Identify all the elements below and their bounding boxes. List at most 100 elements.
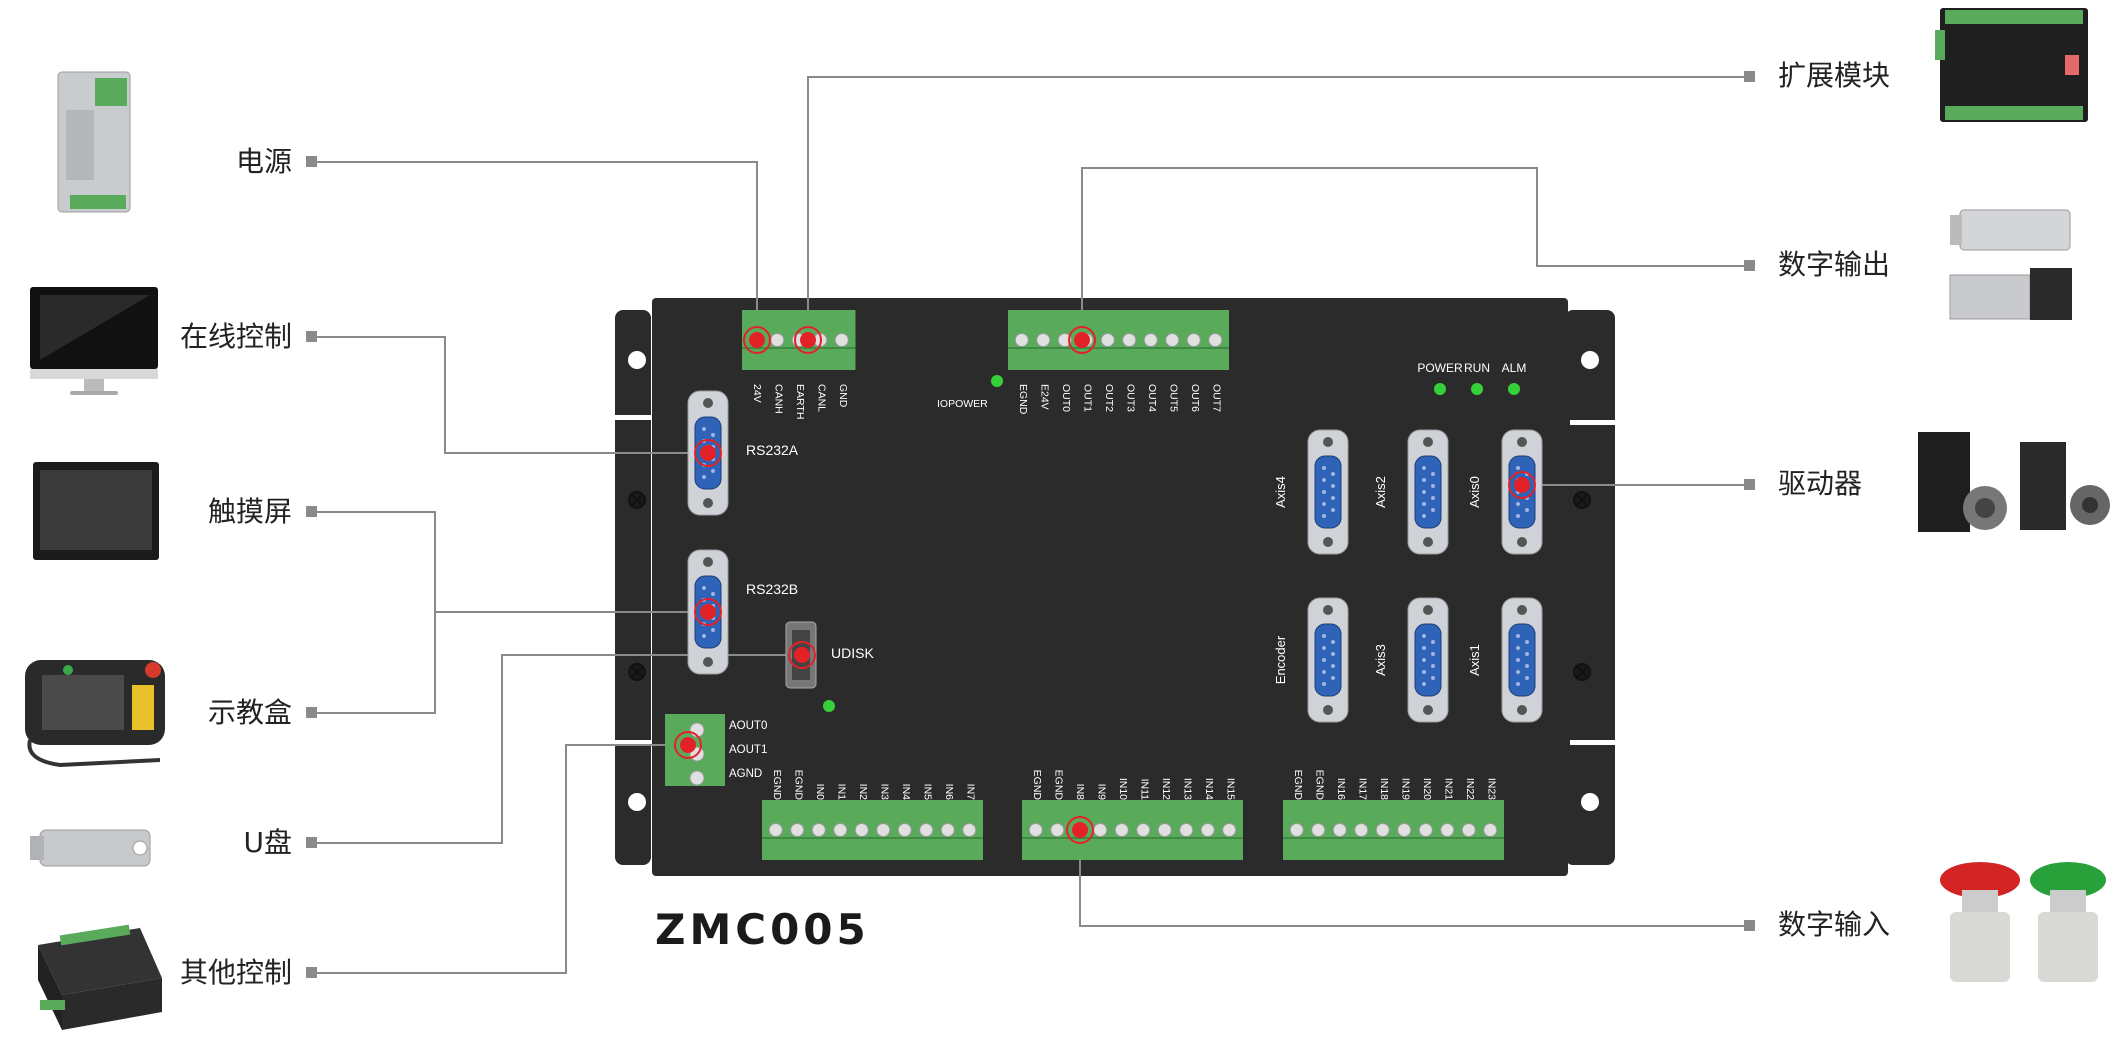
axis-connector-axis3-pin	[1422, 634, 1426, 638]
axis-connector-axis3-face	[1414, 623, 1442, 697]
axis-connector-axis2-pin	[1431, 508, 1435, 512]
axis-connector-axis3-pin	[1431, 640, 1435, 644]
input-terminal-3-pin	[1483, 823, 1498, 837]
expansion-module-image	[1935, 8, 2088, 122]
marker-24v	[749, 332, 765, 348]
output-terminal-pin	[1057, 333, 1072, 347]
teach-pendant-image	[25, 660, 165, 768]
axis-connector-axis1-screw	[1517, 705, 1527, 715]
label-other-control: 其他控制	[179, 956, 292, 989]
touchscreen-image	[33, 462, 159, 560]
axis-connector-axis2-pin	[1422, 490, 1426, 494]
axis-connector-axis3-pin	[1422, 682, 1426, 686]
output-terminal-pin-label: OUT2	[1103, 384, 1115, 412]
marker-in8-ring	[1066, 816, 1094, 844]
output-terminal-pin-label: OUT4	[1146, 384, 1158, 412]
rs232a-label: RS232A	[746, 442, 799, 458]
output-terminal-pin-label: OUT5	[1167, 384, 1179, 412]
axis-connector-axis2-pin	[1422, 514, 1426, 518]
output-terminal-pin-label: OUT7	[1210, 384, 1222, 412]
rs232a-connector-pin	[702, 475, 706, 479]
input-terminal-1-pin-label: IN4	[900, 784, 912, 801]
input-terminal-2-pin	[1093, 823, 1108, 837]
status-led-alm	[1508, 383, 1520, 395]
input-terminal-3-pin	[1332, 823, 1347, 837]
input-terminal-2-pin	[1200, 823, 1215, 837]
input-terminal-2-pin-label: IN9	[1095, 784, 1107, 801]
axis-connector-axis2-face	[1414, 455, 1442, 529]
output-terminal-pin	[1036, 333, 1051, 347]
label-touchscreen: 触摸屏	[207, 495, 292, 528]
input-terminal-1-pin-label: IN0	[814, 784, 826, 801]
input-terminal-3-pin-label: IN18	[1378, 778, 1390, 800]
power-terminal-pin-label: CANH	[772, 384, 784, 414]
axis-connector-axis3-pin	[1431, 664, 1435, 668]
input-terminal-1-pin	[854, 823, 869, 837]
marker-rs232a	[700, 445, 716, 461]
axis-connector-axis4-pin	[1322, 514, 1326, 518]
status-label-alm: ALM	[1502, 361, 1527, 375]
axis-connector-encoder-pin	[1331, 652, 1335, 656]
marker-out1-ring	[1068, 326, 1096, 354]
status-label-run: RUN	[1464, 361, 1490, 375]
axis-connector-axis1-pin	[1525, 652, 1529, 656]
output-terminal-pin	[1014, 333, 1029, 347]
udisk-label: UDISK	[831, 645, 874, 661]
axis-connector-axis1-pin	[1525, 664, 1529, 668]
iopower-label: IOPOWER	[937, 398, 988, 410]
rs232b-connector-pin	[711, 628, 715, 632]
solenoid-valve-image	[1949, 209, 2072, 320]
axis-connector-axis1-pin	[1516, 670, 1520, 674]
axis-connector-axis2-pin	[1422, 466, 1426, 470]
axis-connector-encoder-pin	[1322, 646, 1326, 650]
axis-connector-axis1-pin	[1516, 646, 1520, 650]
status-led-run	[1471, 383, 1483, 395]
input-terminal-1-pin-label: IN5	[921, 784, 933, 801]
axis-connector-axis0-pin	[1516, 466, 1520, 470]
marker-aout1-ring	[674, 731, 702, 759]
output-terminal-pin	[1143, 333, 1158, 347]
axis-connector-axis4-pin	[1331, 508, 1335, 512]
model-name: ZMC005	[655, 905, 870, 954]
axis-connector-axis2-pin	[1431, 496, 1435, 500]
power-terminal-pin-label: CANL	[815, 384, 827, 412]
input-terminal-2-pin	[1114, 823, 1129, 837]
axis-connector-axis4-pin	[1331, 472, 1335, 476]
status-label-power: POWER	[1417, 361, 1463, 375]
rs232b-connector-pin	[702, 634, 706, 638]
input-terminal-3-pin	[1354, 823, 1369, 837]
input-terminal-1-pin-label: IN6	[943, 784, 955, 801]
axis-connector-axis2-pin	[1431, 472, 1435, 476]
axis-connector-encoder-face	[1314, 623, 1342, 697]
label-online-control: 在线控制	[179, 320, 292, 353]
rs232a-connector-screw	[703, 498, 713, 508]
input-terminal-2-pin	[1028, 823, 1043, 837]
rs232b-connector-pin	[702, 586, 706, 590]
rs232b-connector-screw	[703, 557, 713, 567]
axis-connector-encoder-pin	[1322, 670, 1326, 674]
axis-connector-axis1-pin	[1525, 676, 1529, 680]
input-terminal-3-pin	[1289, 823, 1304, 837]
axis-connector-axis3-pin	[1431, 652, 1435, 656]
input-terminal-2-pin-label: EGND	[1052, 770, 1064, 801]
line-end-markers	[306, 71, 1755, 978]
input-terminal-1-pin	[962, 823, 977, 837]
input-terminal-3-pin-label: EGND	[1292, 770, 1304, 801]
axis-connector-axis2-screw	[1423, 437, 1433, 447]
output-terminal-pin-label: E24V	[1038, 384, 1050, 410]
input-terminal-1-pin-label: IN3	[878, 784, 890, 801]
axis-connector-axis2-screw	[1423, 537, 1433, 547]
axis-connector-axis0-pin	[1516, 514, 1520, 518]
axis-connector-axis3-screw	[1423, 705, 1433, 715]
status-led-power	[1434, 383, 1446, 395]
axis-connector-axis0-screw	[1517, 537, 1527, 547]
axis-connector-axis1-face	[1508, 623, 1536, 697]
input-terminal-2-pin-label: IN11	[1138, 779, 1150, 801]
axis-connector-axis4-pin	[1322, 502, 1326, 506]
axis-connector-axis4-pin	[1322, 466, 1326, 470]
input-terminal-1-pin-label: IN1	[835, 784, 847, 801]
axis-connector-axis1-screw	[1517, 605, 1527, 615]
marker-axis0-ring	[1508, 471, 1536, 499]
